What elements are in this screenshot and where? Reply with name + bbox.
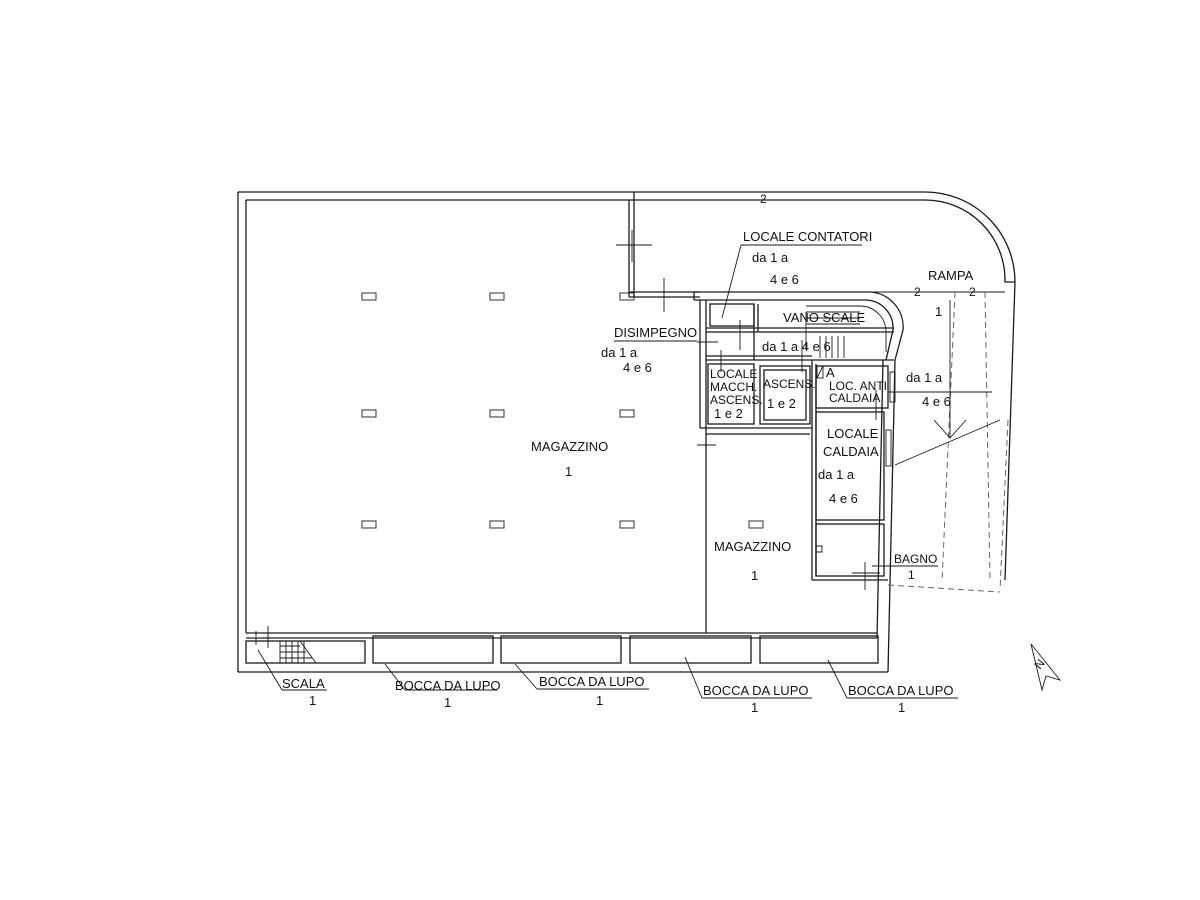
bocca-4-num: 1 <box>898 700 905 715</box>
section-marks <box>255 230 880 648</box>
pillar <box>619 409 635 418</box>
ascens-label: ASCENS. <box>763 377 816 391</box>
bocca-3-num: 1 <box>751 700 758 715</box>
right-da: da 1 a <box>906 370 943 385</box>
locale-macch-line2: MACCH. <box>710 380 757 394</box>
magazzino-big-num: 1 <box>565 464 572 479</box>
vano-scale-sub: da 1 a 4 e 6 <box>762 339 831 354</box>
vano-scale-label: VANO SCALE <box>783 310 865 325</box>
vano-scale-steps <box>805 305 887 358</box>
locale-caldaia-da: da 1 a <box>818 467 855 482</box>
level-mark: 2 <box>969 285 976 299</box>
pillar <box>619 520 635 529</box>
bocca-3-label: BOCCA DA LUPO <box>703 683 808 698</box>
north-arrow-icon: N <box>1030 643 1062 692</box>
disimpegno-sub: 4 e 6 <box>623 360 652 375</box>
bocca-1-label: BOCCA DA LUPO <box>395 678 500 693</box>
rampa-label: RAMPA <box>928 268 974 283</box>
locale-caldaia-line1: LOCALE <box>827 426 879 441</box>
rampa-lines <box>860 291 1009 593</box>
disimpegno-label: DISIMPEGNO <box>614 325 697 340</box>
right-sub: 4 e 6 <box>922 394 951 409</box>
scala-label: SCALA <box>282 676 325 691</box>
pillars <box>361 292 764 529</box>
bottom-strip <box>245 635 879 664</box>
locale-macch-line1: LOCALE <box>710 367 757 381</box>
loc-anti-line1: LOC. ANTI <box>829 379 887 393</box>
bocca-2-num: 1 <box>596 693 603 708</box>
magazzino-small-num: 1 <box>751 568 758 583</box>
locale-caldaia-line2: CALDAIA <box>823 444 879 459</box>
north-label: N <box>1031 656 1047 671</box>
disimpegno-da: da 1 a <box>601 345 638 360</box>
scala-num: 1 <box>309 693 316 708</box>
pillar <box>489 409 505 418</box>
scala-steps <box>279 640 317 664</box>
ascens-sub: 1 e 2 <box>767 396 796 411</box>
pillar <box>361 520 377 529</box>
pillar <box>489 292 505 301</box>
pillar <box>748 520 764 529</box>
bagno-num: 1 <box>908 568 915 582</box>
magazzino-big-label: MAGAZZINO <box>531 439 608 454</box>
magazzino-small-label: MAGAZZINO <box>714 539 791 554</box>
locale-macch-line3: ASCENS. <box>710 393 763 407</box>
outer-walls <box>237 191 1016 673</box>
level-mark: 2 <box>760 192 767 206</box>
locale-contatori-sub: 4 e 6 <box>770 272 799 287</box>
locale-caldaia-sub: 4 e 6 <box>829 491 858 506</box>
pillar <box>619 292 635 301</box>
pillar <box>489 520 505 529</box>
loc-anti-line2: CALDAIA <box>829 391 880 405</box>
level-mark: 2 <box>914 285 921 299</box>
bagno-label: BAGNO <box>894 552 937 566</box>
locale-macch-sub: 1 e 2 <box>714 406 743 421</box>
marker-a: A <box>826 365 835 380</box>
leader-lines <box>257 244 958 699</box>
rampa-num: 1 <box>935 304 942 319</box>
locale-contatori-da: da 1 a <box>752 250 789 265</box>
bocca-1-num: 1 <box>444 695 451 710</box>
pillar <box>361 292 377 301</box>
locale-contatori-label: LOCALE CONTATORI <box>743 229 872 244</box>
bocca-4-label: BOCCA DA LUPO <box>848 683 953 698</box>
pillar <box>361 409 377 418</box>
bocca-2-label: BOCCA DA LUPO <box>539 674 644 689</box>
